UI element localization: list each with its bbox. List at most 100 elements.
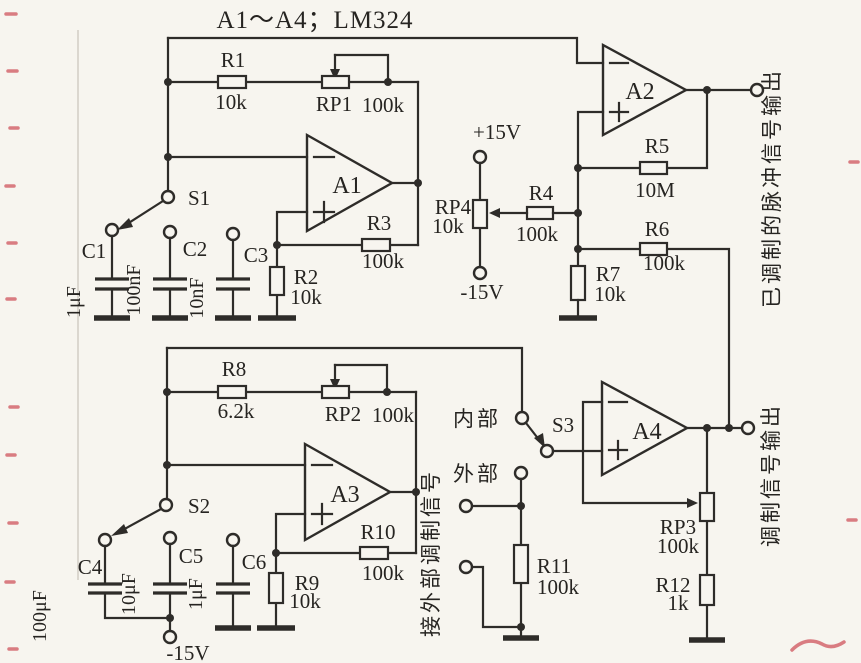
upper-oscillator-section [94, 36, 605, 321]
C4-ref: C4 [78, 555, 103, 579]
resistor-R9-body [267, 571, 285, 605]
wire-a1-plus-input [275, 210, 309, 247]
S2-label: S2 [188, 494, 210, 518]
capacitor-C1-plates [95, 277, 129, 291]
resistor-R4-body [525, 205, 555, 221]
c2-select-contact[interactable] [162, 224, 178, 240]
switch-s2-pole[interactable] [158, 497, 174, 513]
R6-ref: R6 [645, 217, 670, 241]
pot-RP3-body[interactable] [698, 491, 716, 523]
junction [164, 153, 172, 161]
opamp-A3-label: A3 [330, 482, 359, 508]
wire-rp1-wiper-strap [333, 53, 390, 84]
pot-RP1-body[interactable] [320, 74, 351, 90]
switch-s2-wiper[interactable] [117, 507, 163, 534]
RP1-val: 100k [362, 93, 405, 117]
capacitor-C2-plates [153, 277, 187, 291]
mod-output-label: 调制信号输出 [759, 403, 783, 547]
s3-external-label: 外部 [453, 462, 501, 486]
scan-artifacts [4, 12, 860, 652]
capacitor-C3-plates [216, 277, 250, 291]
R6-val: 100k [643, 251, 686, 275]
comparator-section [471, 42, 765, 430]
rp4-wiper-arrow-icon [489, 208, 500, 218]
a2-plus-icon [608, 101, 630, 123]
vplus-terminal[interactable] [472, 149, 488, 165]
R9-ref: R9 [295, 571, 320, 595]
a3-plus-icon [310, 502, 334, 526]
junction [574, 164, 582, 172]
s3-internal-label: 内部 [453, 407, 501, 431]
junction [574, 209, 582, 217]
wire-c4 [103, 544, 172, 620]
c3-select-contact[interactable] [225, 226, 241, 242]
s3-external-contact[interactable] [513, 465, 529, 481]
rp3-wiper-arrow-icon [687, 498, 698, 508]
RP3-val: 100k [657, 534, 700, 558]
C3-val: 10nF [186, 277, 208, 318]
C2-ref: C2 [183, 237, 208, 261]
s2-wiper-arrow-icon [111, 524, 128, 536]
s3-internal-contact[interactable] [514, 410, 530, 426]
ext-signal-terminal-1[interactable] [458, 498, 474, 514]
labels: A1～A4；LM324 A1 A2 A3 A4 R1 10k RP1 100k … [29, 7, 784, 663]
R8-ref: R8 [222, 357, 247, 381]
capacitor-C5-plates [153, 582, 187, 595]
opamp-A4-label: A4 [632, 419, 661, 445]
switch-s1-pole[interactable] [160, 189, 176, 205]
pot-RP2-body[interactable] [320, 384, 351, 400]
C5-val: 10μF [118, 573, 140, 615]
resistor-R11-body [512, 543, 530, 585]
wire-a3-plus-input [274, 512, 307, 555]
vminus-caps-terminal[interactable] [162, 629, 178, 645]
wire-r6 [576, 247, 731, 430]
C6-val: 1μF [185, 578, 207, 610]
pot-RP4-body[interactable] [471, 198, 489, 230]
R11-ref: R11 [537, 554, 571, 578]
R10-val: 100k [362, 561, 405, 585]
junction [414, 179, 422, 187]
vminus-terminal[interactable] [472, 265, 488, 281]
pulse-output-label: 已调制的脉冲信号输出 [760, 68, 784, 308]
wire-cap-node-to-a2-minus [166, 36, 605, 65]
R1-val: 10k [215, 90, 247, 114]
junction [412, 488, 420, 496]
output-buffer-section [458, 379, 756, 643]
RP3-ref: RP3 [660, 515, 696, 539]
vplus-label: +15V [473, 120, 521, 144]
junction [517, 502, 525, 510]
R11-val: 100k [537, 575, 580, 599]
RP4-val: 10k [432, 214, 464, 238]
R12-val: 1k [668, 591, 690, 615]
s1-wiper-arrow-icon [117, 218, 133, 230]
mod-output-terminal[interactable] [740, 420, 756, 436]
C6-ref: C6 [242, 550, 267, 574]
wire-a4-feedback [581, 400, 690, 505]
junction [273, 241, 281, 249]
junction [163, 461, 171, 469]
junction [163, 388, 171, 396]
R5-val: 10M [635, 178, 675, 202]
R9-val: 10k [289, 589, 321, 613]
ext-mod-input-label: 接外部调制信号 [419, 469, 443, 637]
resistor-R1-body [216, 74, 248, 90]
c5-select-contact[interactable] [162, 530, 178, 546]
R12-ref: R12 [655, 573, 690, 597]
pulse-output-terminal[interactable] [749, 82, 765, 98]
junction [383, 388, 391, 396]
S3-label: S3 [552, 413, 574, 437]
c4-select-contact[interactable] [97, 532, 113, 548]
s3-common-contact[interactable] [539, 443, 555, 459]
R2-ref: R2 [294, 265, 319, 289]
s3-wiper-arrow-icon [534, 433, 545, 448]
ext-signal-terminal-2[interactable] [458, 559, 474, 575]
schematic-title: A1～A4；LM324 [216, 7, 413, 34]
wire-ext-terminal-2 [470, 565, 523, 629]
S1-label: S1 [188, 186, 210, 210]
wire-a2-plus-rail [576, 110, 605, 268]
junction [725, 424, 733, 432]
c1-select-contact[interactable] [104, 222, 120, 238]
vminus-caps-label: -15V [166, 641, 209, 663]
c6-select-contact[interactable] [225, 532, 241, 548]
